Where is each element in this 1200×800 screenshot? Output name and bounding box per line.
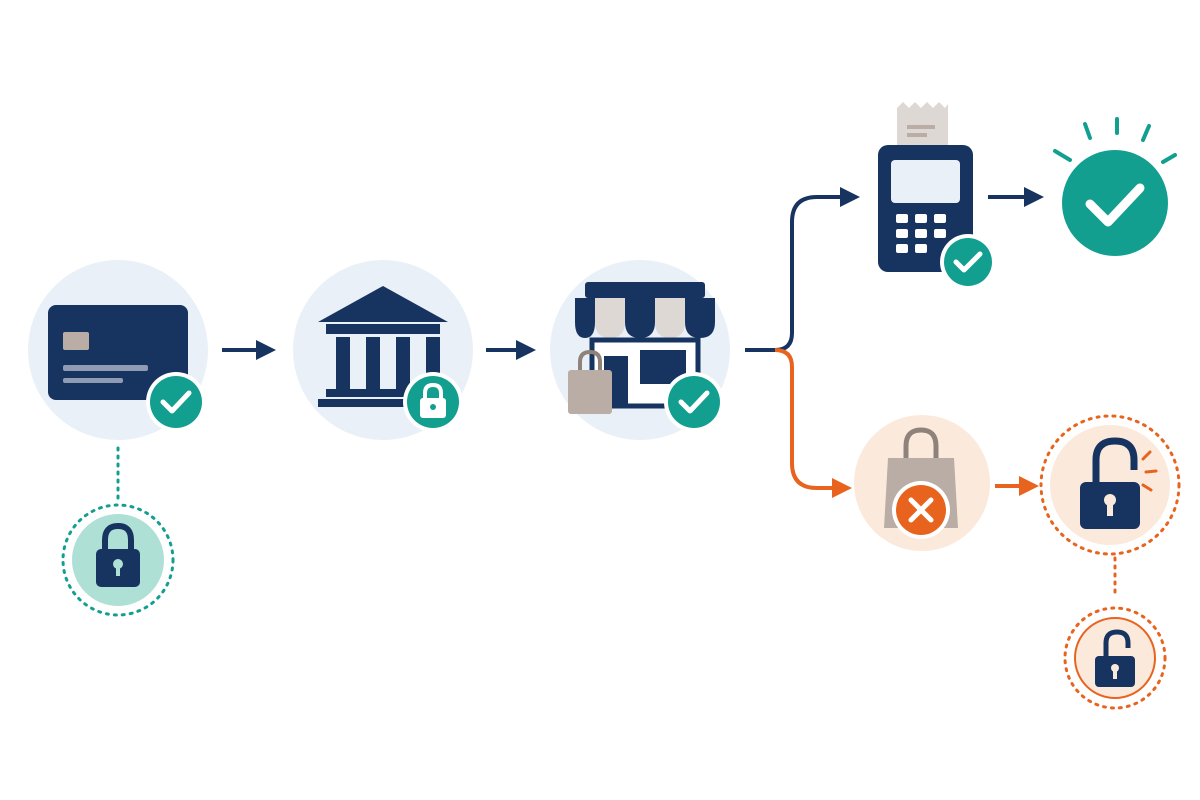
dotted-ring: [61, 503, 175, 617]
edge-store-to-terminal: [745, 187, 860, 352]
check-badge-icon: [940, 234, 996, 290]
cross-badge-icon: [892, 481, 950, 539]
node-bank: [293, 260, 473, 440]
node-unlocked: [1039, 414, 1181, 556]
dotted-ring: [1039, 414, 1181, 556]
padlock-badge-icon: [403, 372, 463, 432]
padlock-closed-icon: [96, 522, 140, 587]
node-store: [550, 260, 730, 440]
node-unlocked-small: [1063, 606, 1167, 710]
check-badge-icon: [146, 372, 206, 432]
payment-terminal-icon: [878, 102, 973, 272]
shopping-bag-icon: [568, 349, 612, 414]
edge-store-to-declined: [774, 348, 852, 498]
break-sparks: [1141, 450, 1158, 492]
check-badge-icon: [664, 372, 724, 432]
credit-card-icon: [48, 305, 188, 400]
node-terminal: [878, 102, 996, 290]
padlock-open-icon: [1080, 437, 1140, 529]
success-rays: [1053, 117, 1177, 164]
node-card-lock: [61, 503, 175, 617]
check-circle-icon: [1062, 150, 1168, 256]
node-card: [28, 260, 208, 440]
node-declined-purchase: [854, 415, 990, 551]
connectors: [116, 187, 1117, 600]
bank-icon: [318, 286, 448, 407]
padlock-open-icon: [1095, 629, 1135, 687]
node-approved: [1053, 117, 1177, 256]
dotted-ring: [1063, 606, 1167, 710]
